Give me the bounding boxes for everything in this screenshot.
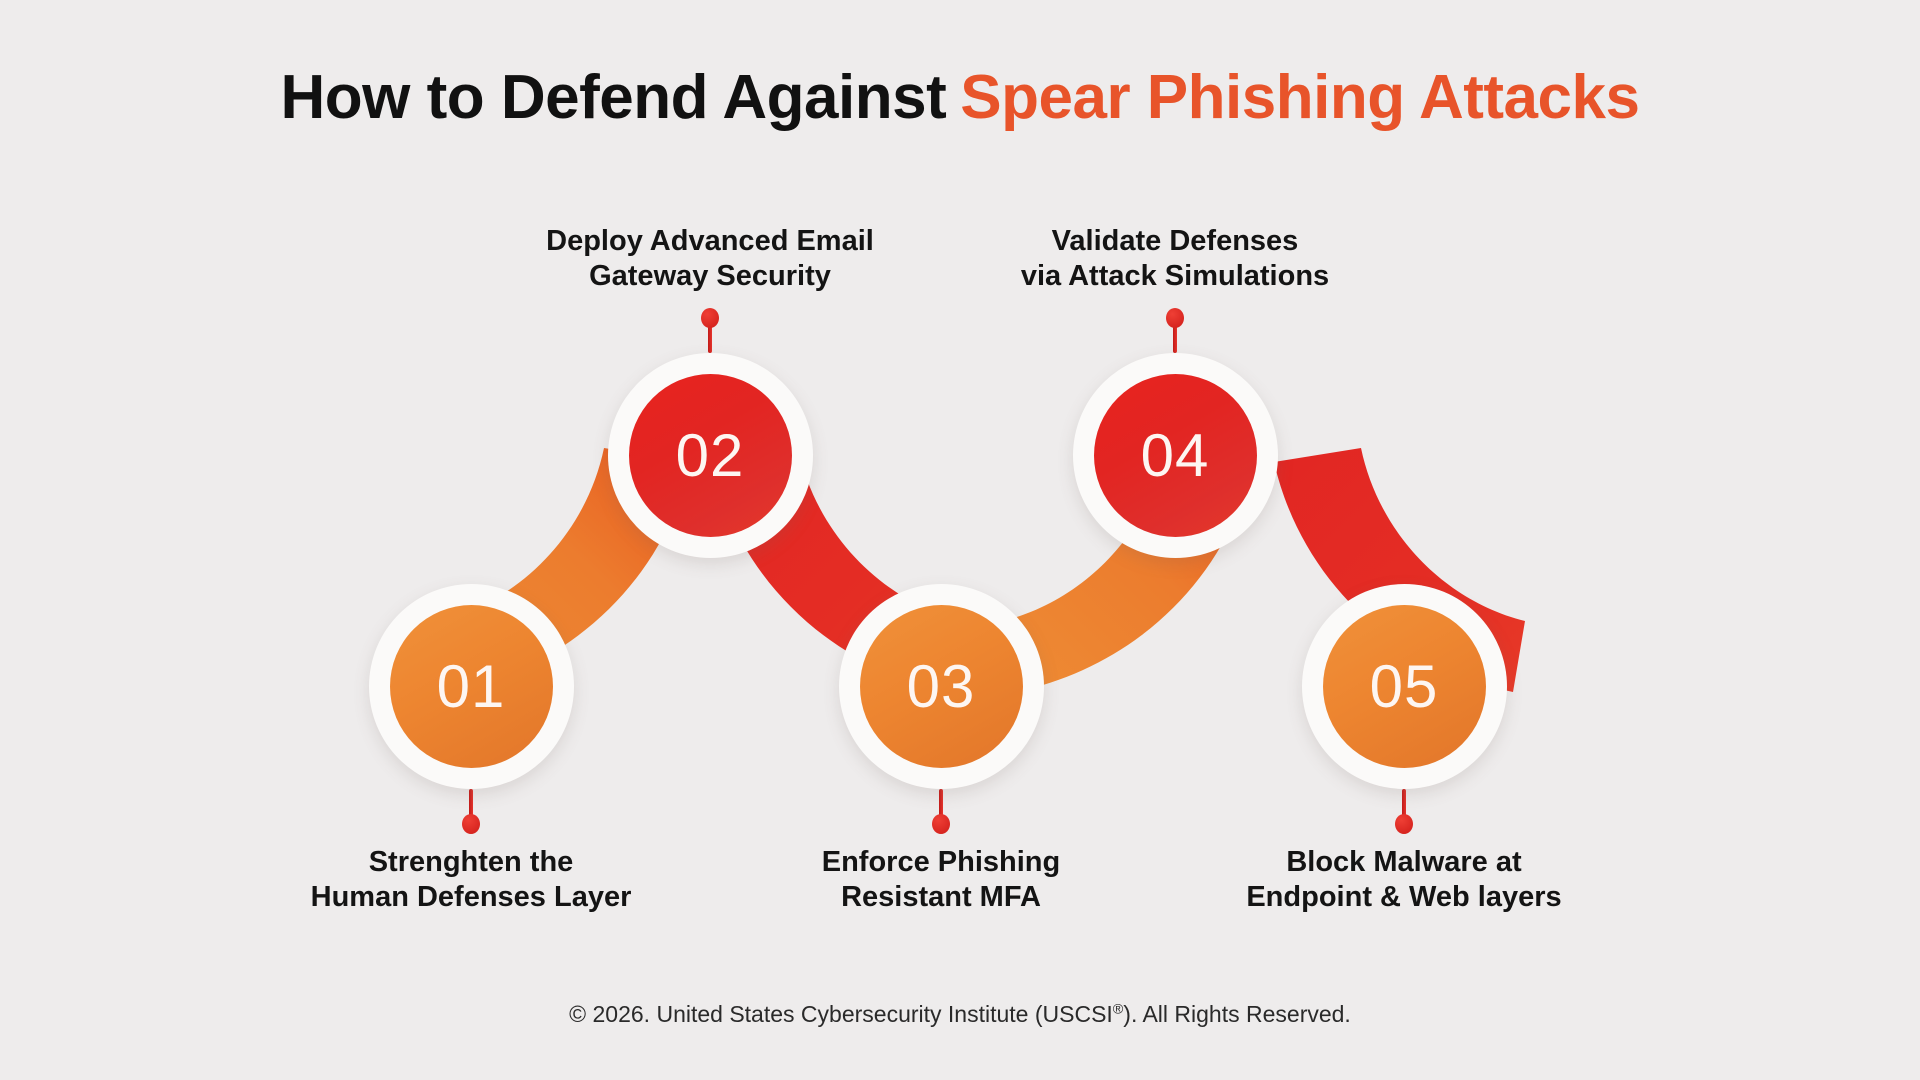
copyright-text-before: © 2026. United States Cybersecurity Inst… — [569, 1001, 1113, 1027]
pin-dot-01 — [462, 814, 480, 834]
pin-stem-03 — [939, 789, 943, 818]
pin-01 — [462, 789, 480, 834]
step-label-04: Validate Defenses via Attack Simulations — [945, 224, 1405, 294]
step-number-04: 04 — [1093, 373, 1257, 537]
step-label-02: Deploy Advanced Email Gateway Security — [480, 224, 940, 294]
step-number-02: 02 — [628, 373, 792, 537]
registered-mark: ® — [1112, 1001, 1124, 1018]
step-label-04-line1: Validate Defenses — [1051, 225, 1299, 257]
step-label-04-line2: via Attack Simulations — [1020, 259, 1330, 292]
step-label-03: Enforce Phishing Resistant MFA — [711, 845, 1171, 915]
pin-dot-02 — [701, 308, 719, 328]
pin-stem-01 — [469, 789, 473, 818]
step-label-03-line1: Enforce Phishing — [821, 846, 1061, 878]
page-title-accent: Spear Phishing Attacks — [960, 63, 1640, 132]
step-label-02-line1: Deploy Advanced Email — [546, 225, 874, 257]
step-node-04[interactable]: 04 — [1072, 352, 1278, 558]
pin-stem-02 — [708, 324, 712, 353]
step-label-05-line2: Endpoint & Web layers — [1246, 880, 1562, 913]
copyright-footer: © 2026. United States Cybersecurity Inst… — [0, 1001, 1920, 1028]
step-label-05: Block Malware at Endpoint & Web layers — [1174, 845, 1634, 915]
step-number-03: 03 — [859, 604, 1023, 768]
step-node-01[interactable]: 01 — [368, 583, 574, 789]
step-number-05: 05 — [1322, 604, 1486, 768]
pin-dot-03 — [932, 814, 950, 834]
step-label-02-line2: Gateway Security — [589, 259, 831, 292]
pin-05 — [1395, 789, 1413, 834]
pin-02 — [701, 308, 719, 353]
step-label-03-line2: Resistant MFA — [841, 880, 1041, 913]
pin-dot-04 — [1166, 308, 1184, 328]
pin-dot-05 — [1395, 814, 1413, 834]
pin-04 — [1166, 308, 1184, 353]
step-label-01-line2: Human Defenses Layer — [310, 880, 632, 913]
step-number-01: 01 — [389, 604, 553, 768]
step-node-03[interactable]: 03 — [838, 583, 1044, 789]
copyright-text-after: ). All Rights Reserved. — [1123, 1001, 1351, 1027]
step-node-05[interactable]: 05 — [1301, 583, 1507, 789]
pin-stem-04 — [1173, 324, 1177, 353]
pin-stem-05 — [1402, 789, 1406, 818]
step-node-02[interactable]: 02 — [607, 352, 813, 558]
pin-03 — [932, 789, 950, 834]
step-label-01: Strenghten the Human Defenses Layer — [241, 845, 701, 915]
step-label-05-line1: Block Malware at — [1286, 846, 1522, 878]
step-label-01-line1: Strenghten the — [368, 846, 574, 878]
page-title-lead: How to Defend Against — [280, 63, 947, 132]
